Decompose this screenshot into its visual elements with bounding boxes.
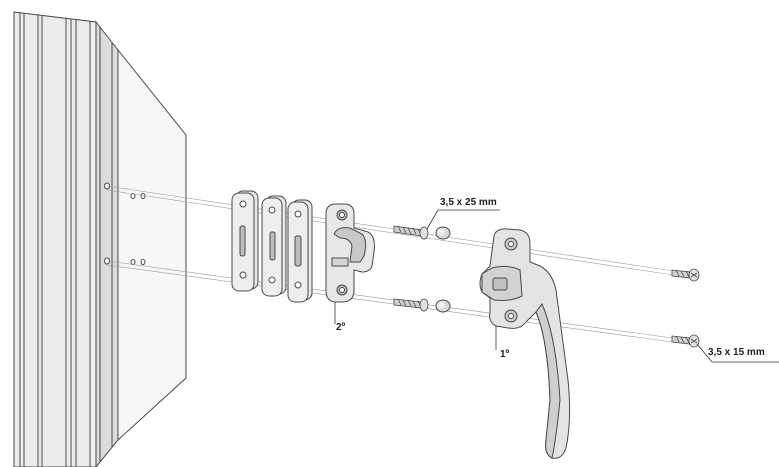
spacer-plate-3: [287, 199, 313, 303]
screw-cap-top: [435, 226, 451, 240]
spacer-plate-2: [261, 195, 287, 297]
step-second-label: 2º: [336, 322, 346, 333]
short-screw-size-label: 3,5 x 15 mm: [708, 347, 765, 358]
window-profile: [13, 11, 187, 467]
wood-screw-short-top: [671, 268, 700, 282]
wood-screw-long-bottom: [393, 298, 429, 312]
step-first-label: 1º: [500, 349, 510, 360]
long-screw-size-label: 3,5 x 25 mm: [440, 197, 497, 208]
wood-screw-long-top: [393, 225, 429, 240]
keeper-bracket: [325, 203, 375, 303]
spacer-plate-1: [231, 190, 259, 292]
wood-screw-short-bottom: [671, 334, 700, 348]
leader-lines: [334, 209, 779, 363]
screw-cap-bottom: [435, 299, 451, 313]
window-handle: [479, 228, 571, 459]
alignment-lines: [106, 185, 681, 344]
